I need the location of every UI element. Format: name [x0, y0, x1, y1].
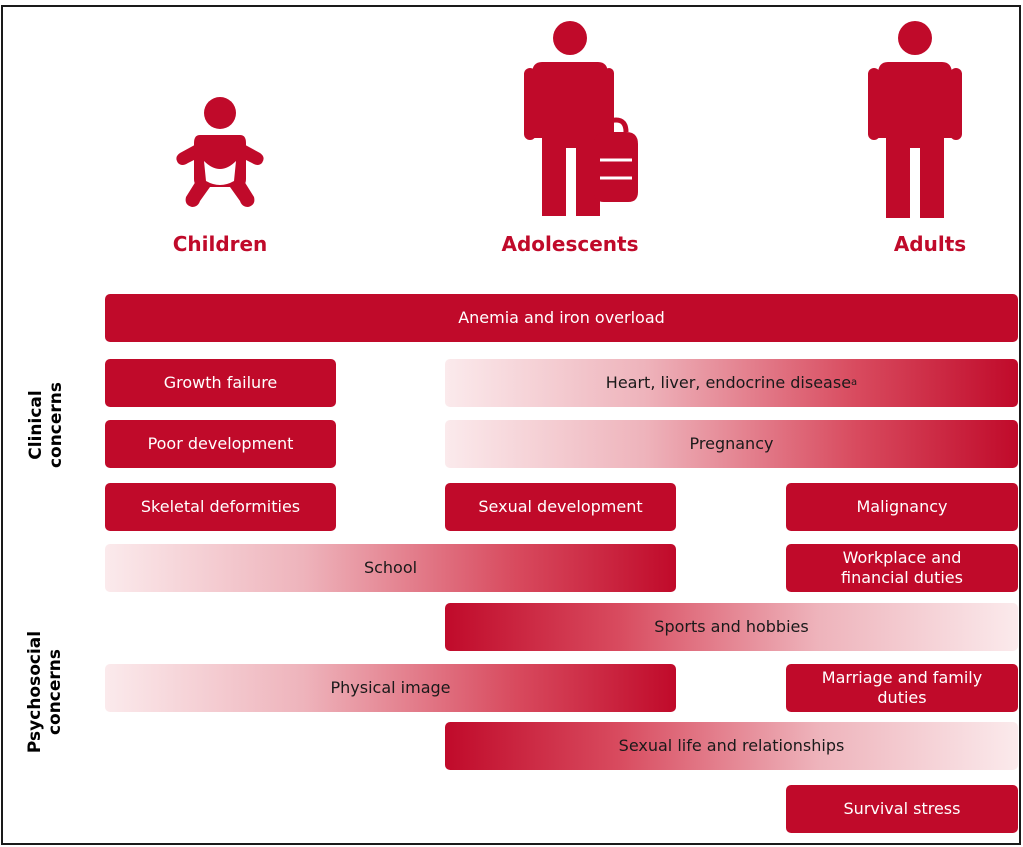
group-label-adults: Adults	[893, 232, 967, 256]
adult-person-icon	[868, 21, 962, 218]
bar-workplace-financial: Workplace and financial duties	[786, 544, 1018, 592]
bar-anemia: Anemia and iron overload	[105, 294, 1018, 342]
side-label-psychosocial-line1: Psychosocial	[25, 630, 45, 754]
bar-sports-hobbies: Sports and hobbies	[445, 603, 1018, 651]
group-label-adolescents: Adolescents	[501, 232, 639, 256]
bar-survival-stress: Survival stress	[786, 785, 1018, 833]
group-label-children: Children	[172, 232, 268, 256]
bar-poor-development: Poor development	[105, 420, 336, 468]
baby-icon	[176, 97, 264, 207]
side-label-psychosocial: Psychosocial concerns	[25, 627, 69, 757]
side-label-clinical-line1: Clinical	[26, 390, 46, 460]
bar-heart-label: Heart, liver, endocrine disease	[605, 373, 852, 392]
bar-physical-image: Physical image	[105, 664, 676, 712]
bar-growth-failure: Growth failure	[105, 359, 336, 407]
bar-sexual-life: Sexual life and relationships	[445, 722, 1018, 770]
bar-pregnancy: Pregnancy	[445, 420, 1018, 468]
bar-malignancy: Malignancy	[786, 483, 1018, 531]
side-label-clinical-line2: concerns	[46, 381, 66, 469]
bar-skeletal-deformities: Skeletal deformities	[105, 483, 336, 531]
adolescent-with-backpack-icon	[524, 21, 638, 216]
side-label-clinical: Clinical concerns	[26, 375, 70, 475]
side-label-psychosocial-line2: concerns	[45, 648, 65, 736]
bar-sexual-development: Sexual development	[445, 483, 676, 531]
bar-school: School	[105, 544, 676, 592]
bar-marriage-family: Marriage and family duties	[786, 664, 1018, 712]
figure-frame	[1, 5, 1021, 845]
